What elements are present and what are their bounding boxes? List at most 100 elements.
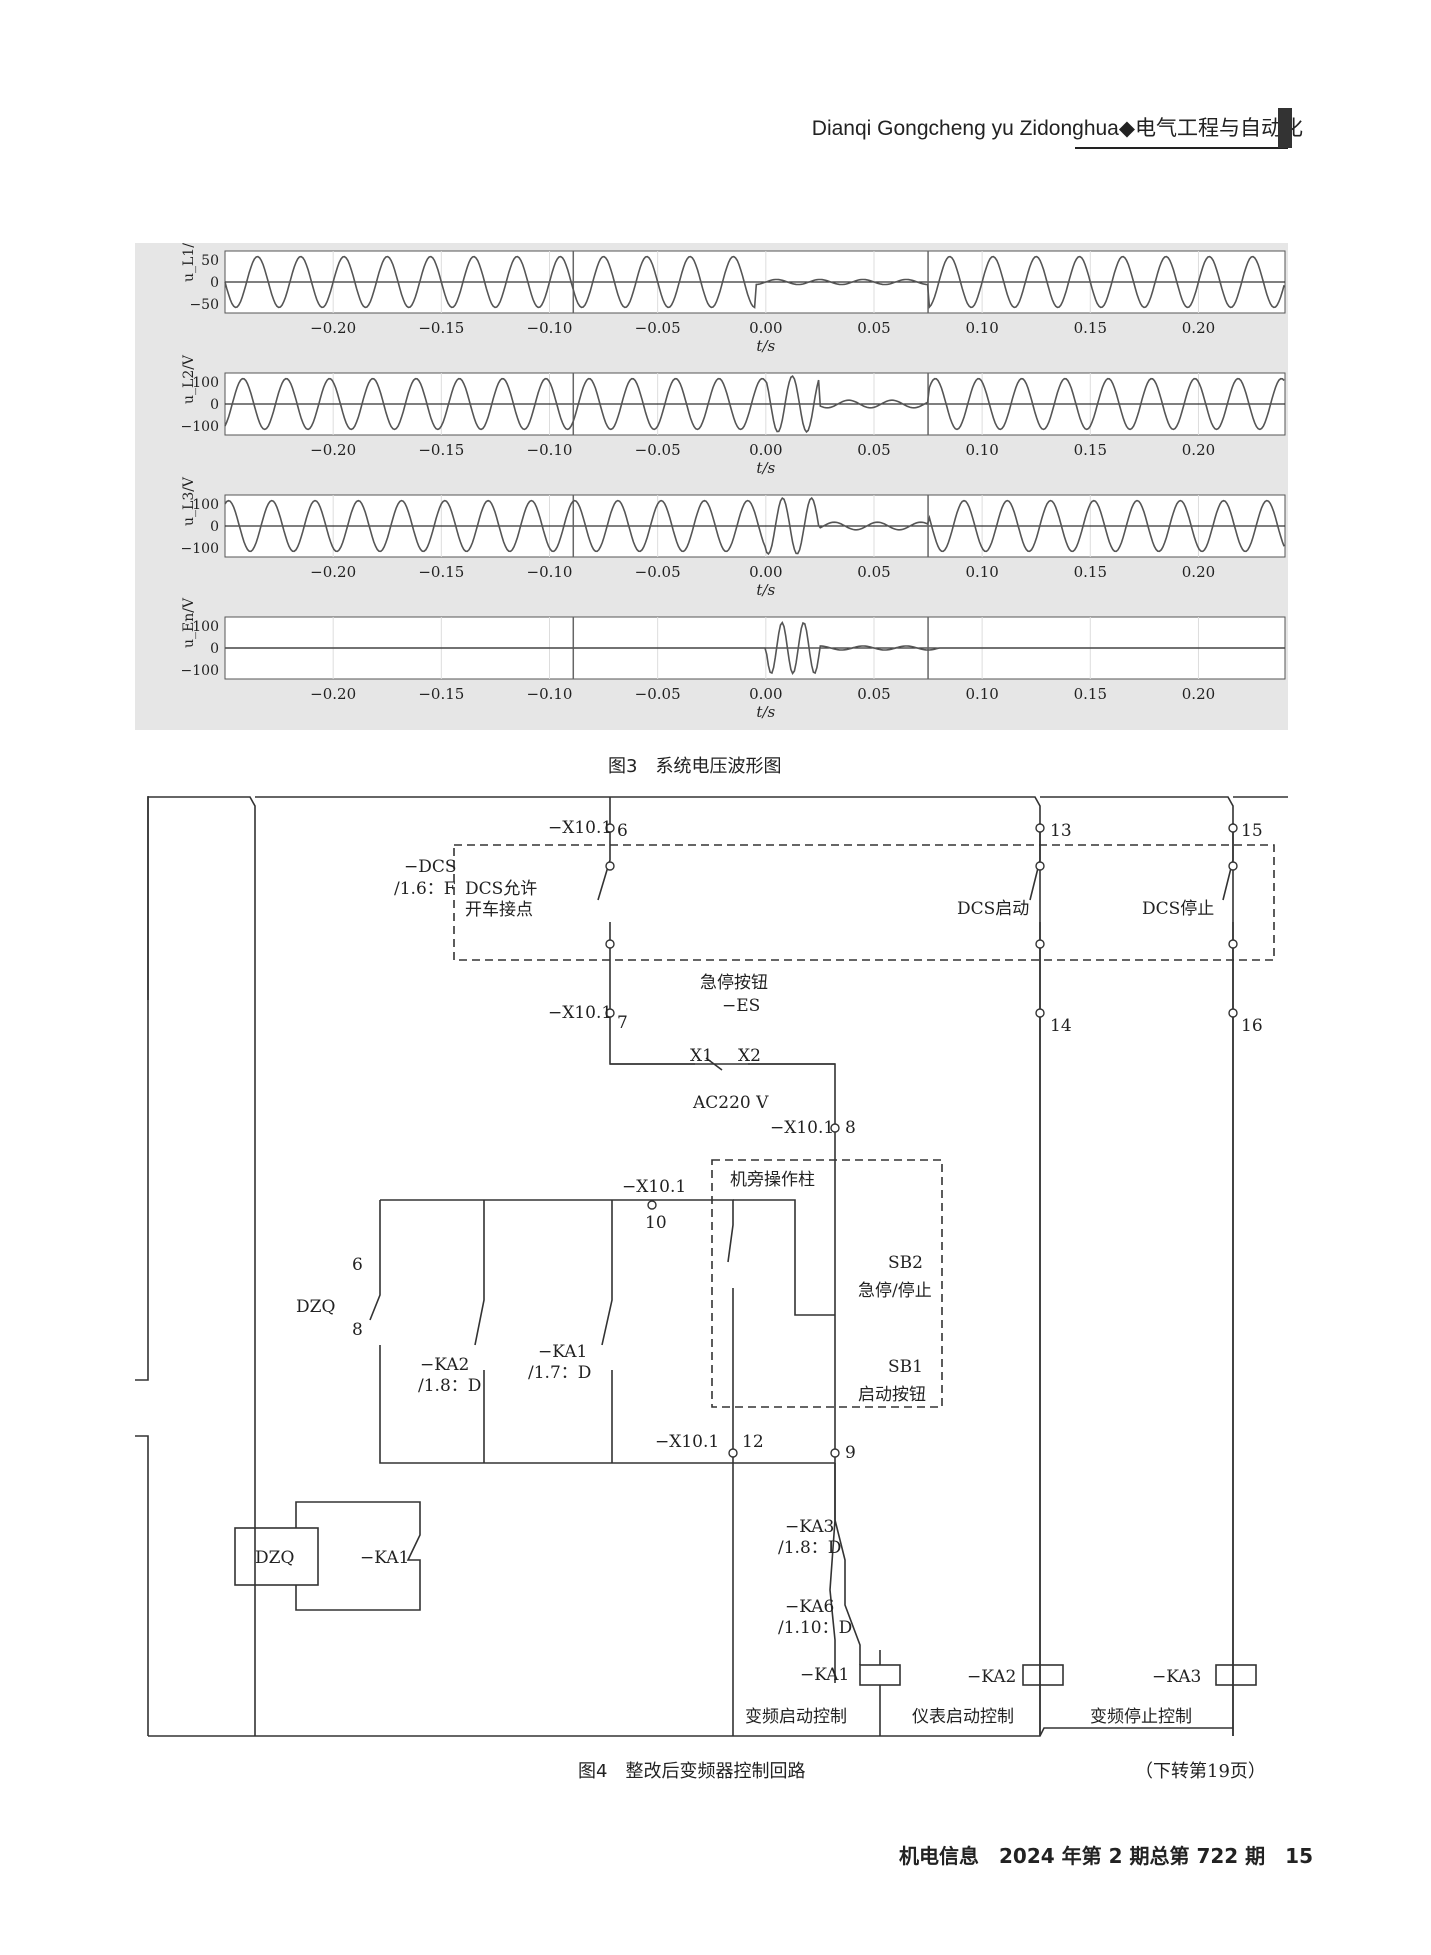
terminal-number: 13 bbox=[1050, 821, 1072, 841]
terminal-label: −X10.1 bbox=[548, 818, 612, 838]
x-tick-label: 0.15 bbox=[1074, 319, 1107, 337]
y-tick-label: −100 bbox=[181, 541, 219, 557]
x-axis-label: t/s bbox=[756, 459, 775, 477]
x-tick-label: 0.10 bbox=[965, 563, 998, 581]
x-tick-label: −0.05 bbox=[635, 563, 681, 581]
x-tick-label: 0.15 bbox=[1074, 563, 1107, 581]
dzq-pin: 8 bbox=[352, 1320, 363, 1340]
x-tick-label: −0.15 bbox=[418, 563, 464, 581]
x-tick-label: 0.20 bbox=[1182, 563, 1215, 581]
x-axis-label: t/s bbox=[756, 337, 775, 355]
terminal-number: 14 bbox=[1050, 1016, 1072, 1036]
dzq-label: DZQ bbox=[296, 1297, 335, 1317]
x-tick-label: −0.20 bbox=[310, 685, 356, 703]
x-tick-label: 0.05 bbox=[857, 319, 890, 337]
voltage-waveform-charts: −0.20 −0.15 −0.10 −0.05 0.00 0.05 0.10 0.15 0.20… bbox=[181, 232, 1286, 721]
continued-note: （下转第19页） bbox=[1135, 1761, 1266, 1782]
x1-label: X1 bbox=[690, 1046, 713, 1066]
ka1-coil-label: −KA1 bbox=[800, 1665, 849, 1685]
y-tick-label: −100 bbox=[181, 419, 219, 435]
section-label: 仪表启动控制 bbox=[912, 1707, 1014, 1727]
x-tick-label: 0.05 bbox=[857, 563, 890, 581]
estop-label: 急停按钮 bbox=[700, 973, 768, 993]
x-tick-label: 0.20 bbox=[1182, 441, 1215, 459]
x-tick-label: 0.15 bbox=[1074, 441, 1107, 459]
ka2-label: −KA2 bbox=[420, 1355, 469, 1375]
x-tick-label: −0.05 bbox=[635, 685, 681, 703]
x-tick-label: −0.15 bbox=[418, 685, 464, 703]
x-tick-label: 0.00 bbox=[749, 441, 782, 459]
x-tick-label: 0.15 bbox=[1074, 685, 1107, 703]
y-tick-label: 100 bbox=[192, 375, 219, 391]
figure3-caption: 图3 系统电压波形图 bbox=[608, 756, 782, 777]
y-tick-label: −100 bbox=[181, 663, 219, 679]
ka3-coil-label: −KA3 bbox=[1152, 1667, 1201, 1687]
x-tick-label: −0.20 bbox=[310, 441, 356, 459]
dcs-ref: /1.6：F bbox=[394, 879, 456, 899]
y-tick-label: 100 bbox=[192, 497, 219, 513]
circuit-wiring: −X10.1 6 13 15 −DCS /1.6：F DCS允许 开车接点 DC… bbox=[135, 796, 1288, 1737]
y-tick-label: 0 bbox=[210, 275, 219, 291]
terminal-number: 8 bbox=[845, 1118, 856, 1138]
y-tick-label: −50 bbox=[189, 297, 219, 313]
waveform-series bbox=[225, 621, 1285, 675]
terminal-number: 10 bbox=[645, 1213, 667, 1233]
es-label: −ES bbox=[722, 996, 760, 1016]
x-tick-label: −0.20 bbox=[310, 319, 356, 337]
figure4-caption: 图4 整改后变频器控制回路 bbox=[578, 1761, 806, 1782]
y-tick-label: 50 bbox=[201, 253, 219, 269]
x-tick-label: −0.10 bbox=[527, 563, 573, 581]
terminal-label: −X10.1 bbox=[548, 1003, 612, 1023]
dcs-stop-label: DCS停止 bbox=[1142, 899, 1214, 919]
journal-header: Dianqi Gongcheng yu Zidonghua◆电气工程与自动化 bbox=[811, 117, 1303, 140]
ka2-coil-label: −KA2 bbox=[967, 1667, 1016, 1687]
x-tick-label: 0.10 bbox=[965, 441, 998, 459]
sb1-label: SB1 bbox=[888, 1357, 923, 1377]
terminal-number: 6 bbox=[617, 821, 628, 841]
y-tick-label: 0 bbox=[210, 397, 219, 413]
x-tick-label: −0.15 bbox=[418, 319, 464, 337]
ac-label: AC220 V bbox=[692, 1093, 769, 1113]
ka1-ref: /1.7：D bbox=[528, 1363, 591, 1383]
x-tick-label: −0.10 bbox=[527, 685, 573, 703]
waveform-series bbox=[224, 255, 1285, 309]
x2-label: X2 bbox=[738, 1046, 761, 1066]
ka2-ref: /1.8：D bbox=[418, 1376, 481, 1396]
dcs-start-label: DCS启动 bbox=[957, 899, 1029, 919]
ka1-label: −KA1 bbox=[538, 1342, 587, 1362]
terminal-number: 12 bbox=[742, 1432, 764, 1452]
terminal-number: 16 bbox=[1241, 1016, 1263, 1036]
x-tick-label: 0.05 bbox=[857, 685, 890, 703]
x-tick-label: −0.05 bbox=[635, 441, 681, 459]
dzq-box-label: DZQ bbox=[255, 1548, 294, 1568]
sb1-name: 启动按钮 bbox=[858, 1385, 926, 1405]
x-axis-label: t/s bbox=[756, 581, 775, 599]
y-axis-label: u_L2/V bbox=[181, 354, 197, 404]
y-axis-label: u_L1/V bbox=[181, 243, 197, 282]
dcs-label: −DCS bbox=[404, 857, 457, 877]
ka6-label: −KA6 bbox=[785, 1597, 834, 1617]
x-tick-label: 0.10 bbox=[965, 319, 998, 337]
waveform-series bbox=[224, 496, 1285, 556]
y-axis-label: u_L3/V bbox=[181, 476, 197, 526]
waveform-series bbox=[224, 374, 1285, 434]
ka6-ref: /1.10：D bbox=[778, 1618, 852, 1638]
terminal-label: −X10.1 bbox=[655, 1432, 719, 1452]
x-tick-label: 0.00 bbox=[749, 563, 782, 581]
section-label: 变频停止控制 bbox=[1090, 1707, 1192, 1727]
dzq-pin: 6 bbox=[352, 1255, 363, 1275]
panel-title: 机旁操作柱 bbox=[730, 1170, 815, 1190]
x-tick-label: 0.20 bbox=[1182, 319, 1215, 337]
x-tick-label: 0.10 bbox=[965, 685, 998, 703]
terminal-number: 9 bbox=[845, 1443, 856, 1463]
x-tick-label: 0.20 bbox=[1182, 685, 1215, 703]
y-tick-label: 0 bbox=[210, 519, 219, 535]
sb2-label: SB2 bbox=[888, 1253, 923, 1273]
header-bar bbox=[1278, 108, 1292, 148]
x-tick-label: 0.00 bbox=[749, 685, 782, 703]
sb2-name: 急停/停止 bbox=[858, 1281, 932, 1301]
x-tick-label: −0.10 bbox=[527, 441, 573, 459]
figure3-panel: −0.20 −0.15 −0.10 −0.05 0.00 0.05 0.10 0.15 0.20… bbox=[135, 232, 1288, 730]
x-tick-label: −0.05 bbox=[635, 319, 681, 337]
y-axis-label: u_En/V bbox=[181, 597, 197, 648]
